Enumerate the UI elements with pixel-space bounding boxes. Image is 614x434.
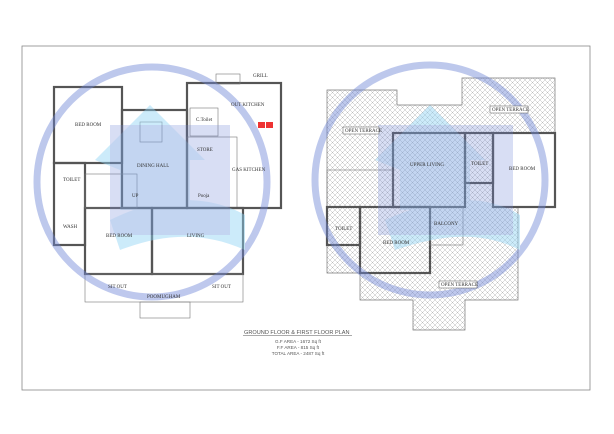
watermark-logo	[311, 61, 549, 299]
drawing-frame	[21, 45, 591, 391]
watermark-logo	[33, 63, 271, 301]
plan-title: GROUND FLOOR & FIRST FLOOR PLAN	[244, 330, 350, 336]
gf-area: G.F AREA - 1672 Sq ft	[275, 339, 322, 344]
room-label: SIT OUT	[212, 285, 231, 290]
ground-floor-plan	[52, 73, 283, 319]
room-label: GRILL	[253, 74, 268, 79]
room-label: OPEN TERRACE	[345, 129, 382, 134]
room-label: DINING HALL	[137, 164, 169, 169]
total-area: TOTAL AREA - 2487 Sq ft	[272, 351, 325, 356]
ff-area: F.F AREA - 815 Sq ft	[277, 345, 320, 350]
room-label: TOILET	[63, 178, 80, 183]
room-label: OPEN TERRACE	[492, 108, 529, 113]
first-floor-labels: OPEN TERRACE OPEN TERRACE UPPER LIVING T…	[335, 105, 536, 289]
plan-caption: GROUND FLOOR & FIRST FLOOR PLAN G.F AREA…	[243, 330, 352, 356]
room-label: LIVING	[187, 234, 205, 239]
room-label: OPEN TERRACE	[441, 283, 478, 288]
room-label: BED ROOM	[75, 123, 102, 128]
room-label: SIT OUT	[108, 285, 127, 290]
room-label: WASH	[63, 225, 78, 230]
room-label: UPPER LIVING	[410, 163, 444, 168]
stove-burner	[266, 122, 273, 128]
room-label: UP	[132, 194, 139, 199]
room-label: POOMUGHAM	[147, 295, 181, 300]
room-label: TOILET	[471, 162, 488, 167]
room-label: STORE	[197, 148, 213, 153]
room-label: C.Toilet	[196, 118, 213, 123]
room-label: Pooja	[198, 194, 210, 199]
room-label: BED ROOM	[383, 241, 410, 246]
room-label: BALCONY	[434, 222, 459, 227]
stove-burner	[258, 122, 265, 128]
room-label: TOILET	[335, 227, 352, 232]
room-label: BED ROOM	[509, 167, 536, 172]
room-label: OUT KITCHEN	[231, 103, 265, 108]
room-label: BED ROOM	[106, 234, 133, 239]
first-floor-plan	[325, 77, 557, 331]
room-label: GAS KITCHEN	[232, 168, 266, 173]
ground-floor-labels: BED ROOM DINING HALL OUT KITCHEN C.Toile…	[63, 74, 268, 300]
